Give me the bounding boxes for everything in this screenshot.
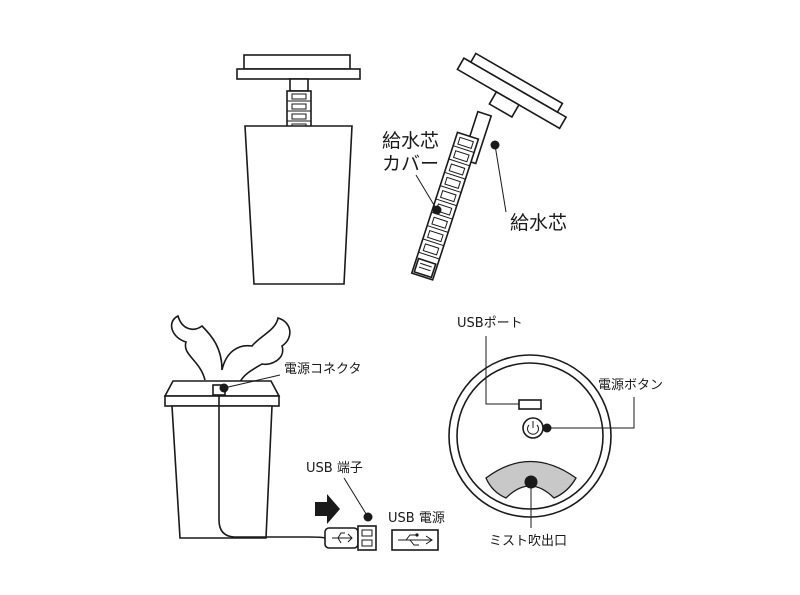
leader-usb-port: [485, 336, 519, 405]
mist-cloud: [170, 314, 291, 383]
power-icon[interactable]: [522, 417, 544, 439]
label-power-button: 電源ボタン: [598, 378, 663, 393]
label-usb-power: USB 電源: [388, 511, 445, 526]
panel-usb-connection: 電源コネクタ USB 端子 USB 電源: [163, 314, 445, 551]
lid-top: [236, 54, 361, 80]
usb-plug-icon: [324, 525, 377, 551]
leader-wick-cover: [415, 174, 438, 211]
wick-stem: [286, 78, 312, 132]
panel-lid-underside: USBポート 電源ボタン ミスト吹出口: [448, 316, 663, 549]
marker-usb-terminal: [363, 512, 373, 522]
cup-body-lower: [171, 405, 273, 539]
label-usb-terminal: USB 端子: [306, 461, 363, 476]
leader-power-connector: [223, 374, 281, 389]
cup-body: [244, 125, 353, 285]
tilted-lid: [456, 52, 568, 130]
cup-lid-band: [164, 395, 280, 407]
usb-port: [518, 399, 542, 410]
label-mist-outlet: ミスト吹出口: [489, 534, 567, 549]
usb-cable: [218, 395, 326, 539]
label-wick: 給水芯: [510, 212, 567, 234]
arrow-right-icon: [315, 494, 340, 524]
panel-wick-removed: [236, 54, 361, 285]
usb-symbol-icon: [391, 529, 439, 551]
leader-wick: [494, 144, 507, 213]
label-wick-cover-line2: カバー: [382, 153, 439, 175]
marker-wick-cover: [432, 205, 442, 215]
label-wick-cover-line1: 給水芯: [382, 130, 439, 152]
wick-assembly: [410, 110, 493, 281]
label-usb-port: USBポート: [457, 316, 523, 331]
leader-power-button: [547, 397, 635, 429]
label-power-connector: 電源コネクタ: [284, 362, 361, 377]
panel-wick-detail: 給水芯 カバー 給水芯: [382, 52, 568, 281]
leader-usb-terminal: [343, 477, 369, 518]
